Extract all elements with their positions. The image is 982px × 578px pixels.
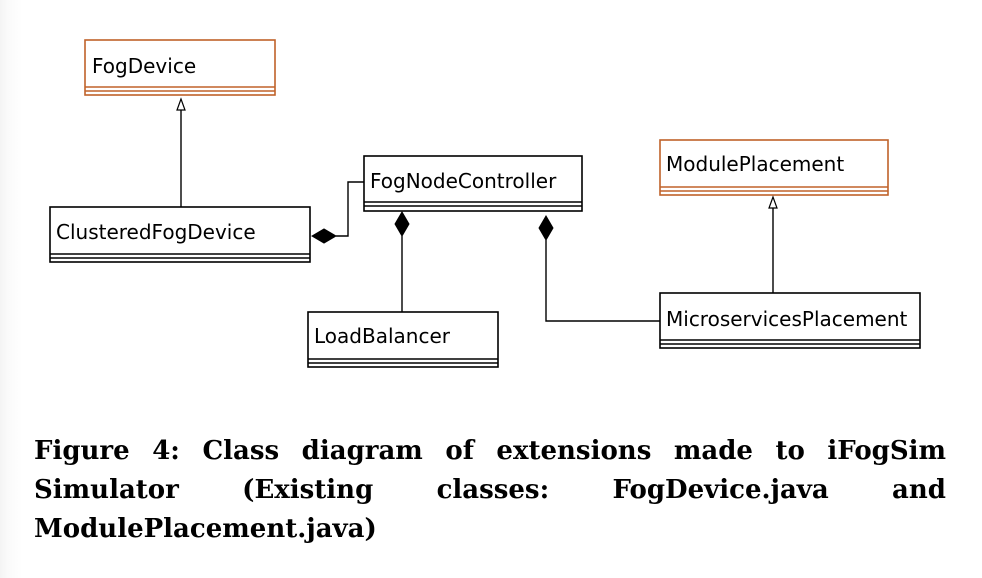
class-loadbalancer: LoadBalancer bbox=[307, 311, 499, 368]
composition-fognodecontroller-microservicesplacement bbox=[538, 215, 660, 322]
inheritance-clusteredfogdevice-fogdevice bbox=[176, 97, 186, 207]
class-clusteredfogdevice-box bbox=[49, 206, 311, 263]
composition-diamond-icon bbox=[538, 215, 554, 241]
composition-line bbox=[545, 240, 660, 322]
class-loadbalancer-box bbox=[307, 311, 499, 368]
class-fognodecontroller: FogNodeController bbox=[363, 155, 583, 212]
class-fognodecontroller-name: FogNodeController bbox=[370, 169, 557, 193]
class-microservicesplacement: MicroservicesPlacement bbox=[659, 292, 921, 349]
composition-line bbox=[336, 181, 364, 237]
inheritance-arrowhead-icon bbox=[768, 195, 778, 209]
class-microservicesplacement-name: MicroservicesPlacement bbox=[666, 307, 908, 331]
class-fogdevice-name: FogDevice bbox=[92, 54, 196, 78]
figure-caption: Figure 4: Class diagram of extensions ma… bbox=[34, 436, 946, 544]
class-fogdevice-box bbox=[84, 39, 276, 96]
class-moduleplacement-box bbox=[659, 139, 889, 196]
class-diagram: FogDevice ClusteredFogDevice FogNodeCont… bbox=[49, 39, 921, 368]
composition-fognodecontroller-loadbalancer bbox=[394, 211, 410, 312]
class-moduleplacement: ModulePlacement bbox=[659, 139, 889, 196]
composition-diamond-icon bbox=[311, 228, 337, 244]
composition-clusteredfogdevice-fognodecontroller bbox=[311, 181, 364, 244]
class-clusteredfogdevice: ClusteredFogDevice bbox=[49, 206, 311, 263]
composition-diamond-icon bbox=[394, 211, 410, 237]
inheritance-microservicesplacement-moduleplacement bbox=[768, 195, 778, 293]
class-clusteredfogdevice-name: ClusteredFogDevice bbox=[56, 220, 256, 244]
class-fogdevice: FogDevice bbox=[84, 39, 276, 96]
class-moduleplacement-name: ModulePlacement bbox=[666, 152, 844, 176]
class-loadbalancer-name: LoadBalancer bbox=[314, 324, 451, 348]
inheritance-arrowhead-icon bbox=[176, 97, 186, 111]
